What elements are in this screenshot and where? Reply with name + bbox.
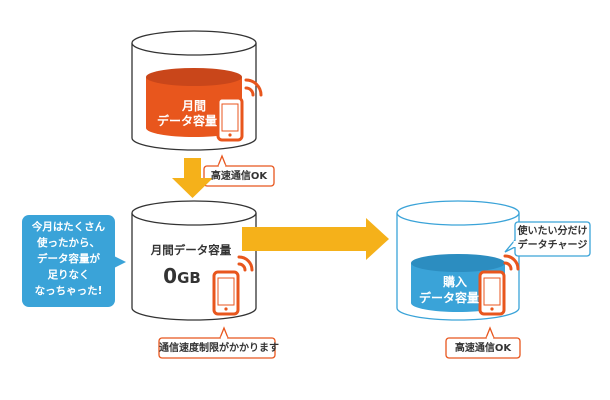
top-data-label-1: 月間: [181, 99, 206, 113]
top-data-label-2: データ容量: [156, 114, 217, 128]
right-data-label-1: 購入: [442, 275, 467, 289]
left-bubble-line-4: 足りなく: [47, 269, 90, 281]
top-cylinder-rim: [131, 30, 257, 56]
middle-amount-unit: GB: [177, 269, 201, 287]
middle-callout: [158, 326, 276, 359]
right-bottom-callout-text: 高速通信OK: [454, 343, 512, 354]
top-cylinder: [131, 30, 257, 151]
left-speech-bubble: [22, 215, 126, 307]
right-top-callout-line-1: 使いたい分だけ: [517, 226, 588, 237]
right-data-fill-top: [411, 254, 505, 272]
left-bubble-line-3: データ容量が: [37, 253, 100, 265]
middle-signal-icon: [237, 255, 254, 272]
middle-amount-label: 0GB: [150, 264, 214, 288]
left-bubble-line-1: 今月はたくさん: [31, 221, 106, 233]
top-callout-text: 高速通信OK: [210, 171, 268, 182]
top-signal-icon: [244, 78, 263, 97]
right-arrow-icon: [242, 218, 389, 260]
left-bubble-line-5: なっちゃった!: [34, 285, 103, 297]
right-data-label-2: データ容量: [418, 291, 479, 305]
right-top-callout-line-2: データチャージ: [517, 240, 588, 251]
top-smartphone-icon: [216, 96, 244, 142]
middle-amount-number: 0: [163, 264, 178, 288]
right-cylinder-rim: [396, 200, 520, 226]
middle-title-label: 月間データ容量: [150, 243, 232, 257]
top-data-fill-top: [146, 68, 242, 86]
down-arrow-icon: [172, 158, 213, 198]
left-bubble-line-2: 使ったから、: [37, 237, 100, 249]
right-bottom-callout: [445, 326, 521, 359]
right-signal-icon: [503, 254, 520, 271]
middle-callout-text: 通信速度制限がかかります: [159, 343, 279, 354]
middle-cylinder-rim: [131, 200, 257, 226]
top-callout: [203, 154, 275, 187]
middle-smartphone-icon: [212, 270, 240, 316]
right-top-callout: [504, 221, 591, 257]
right-smartphone-icon: [478, 270, 506, 316]
